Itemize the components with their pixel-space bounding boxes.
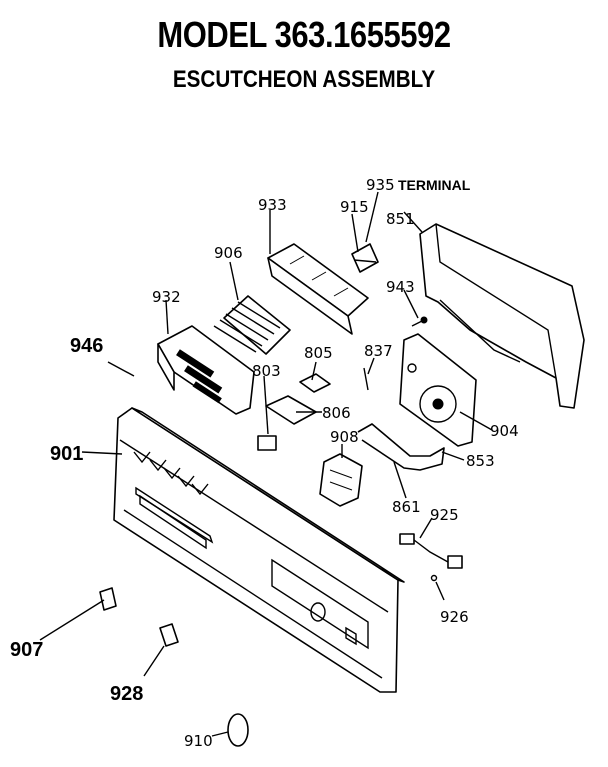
knob-907: [99, 587, 117, 611]
label-901: 901: [50, 443, 83, 465]
escutcheon-panel-901: [113, 407, 405, 693]
label-928: 928: [110, 683, 143, 705]
harness-925: [399, 533, 463, 582]
switch-908: [319, 453, 363, 507]
model-title: MODEL 363.1655592: [157, 14, 451, 55]
label-915: 915: [340, 198, 369, 216]
label-935: 935: [366, 176, 395, 194]
label-853: 853: [466, 452, 495, 470]
terminal-cap-935: [351, 243, 379, 273]
label-907: 907: [10, 639, 43, 661]
button-928: [159, 623, 179, 647]
label-943: 943: [386, 278, 415, 296]
clip-805: [299, 373, 331, 393]
label-806: 806: [322, 404, 351, 422]
leader-lines: [39, 191, 493, 677]
selector-switch-906: [213, 295, 291, 355]
label-805: 805: [304, 344, 333, 362]
label-932: 932: [152, 288, 181, 306]
label-933: 933: [258, 196, 287, 214]
assembly-subtitle: ESCUTCHEON ASSEMBLY: [172, 66, 436, 93]
terminal-label: TERMINAL: [398, 177, 471, 193]
label-910: 910: [184, 732, 213, 750]
label-904: 904: [490, 422, 519, 440]
label-926: 926: [440, 608, 469, 626]
label-851: 851: [386, 210, 415, 228]
bracket-851: [419, 223, 585, 409]
lever-853: [357, 423, 445, 471]
label-837: 837: [364, 342, 393, 360]
spring-837: [363, 367, 369, 391]
timer-904: [399, 333, 477, 447]
housing-932: [157, 325, 255, 415]
slider-803: [257, 435, 277, 451]
label-861: 861: [392, 498, 421, 516]
screw-943: [411, 316, 428, 327]
insulator-806: [265, 395, 317, 425]
label-925: 925: [430, 506, 459, 524]
cover-933: [267, 243, 369, 335]
knob-910: [211, 713, 249, 747]
label-946: 946: [70, 335, 103, 357]
label-908: 908: [330, 428, 359, 446]
label-906: 906: [214, 244, 243, 262]
label-803: 803: [252, 362, 281, 380]
